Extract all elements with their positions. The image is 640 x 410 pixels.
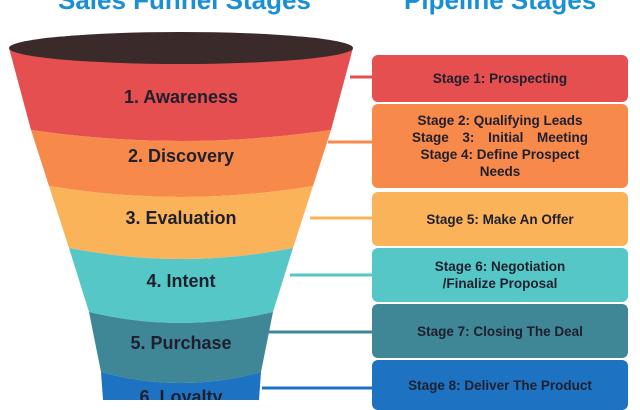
pipeline-stage-text: Stage 4: Define Prospect: [420, 147, 580, 162]
pipeline-heading: Pipeline Stages: [404, 0, 597, 15]
pipeline-stage-text: /Finalize Proposal: [442, 276, 558, 291]
funnel-band-5: [89, 312, 273, 383]
funnel-band-2: [31, 130, 331, 197]
sales-funnel-heading: Sales Funnel Stages: [58, 0, 311, 15]
pipeline-stage-text: Stage 7: Closing The Deal: [417, 323, 583, 339]
funnel-label-5: 5. Purchase: [130, 333, 231, 353]
funnel-label-3: 3. Evaluation: [125, 208, 236, 228]
funnel-band-4: [69, 248, 293, 323]
pipeline-stage-text: Stage 8: Deliver The Product: [408, 377, 592, 393]
funnel-label-2: 2. Discovery: [128, 146, 234, 166]
funnel-band-6: [101, 372, 261, 400]
pipeline-stage-box-6: Stage 8: Deliver The Product: [372, 360, 628, 410]
pipeline-stage-box-5: Stage 7: Closing The Deal: [372, 304, 628, 358]
funnel-label-4: 4. Intent: [146, 271, 215, 291]
pipeline-stage-box-1: Stage 1: Prospecting: [372, 55, 628, 102]
funnel-band-3: [49, 186, 313, 259]
funnel-top-rim: [9, 32, 353, 64]
pipeline-stage-box-4: Stage 6: Negotiation/Finalize Proposal: [372, 248, 628, 302]
funnel-band-1: [9, 48, 353, 141]
pipeline-stage-box-3: Stage 5: Make An Offer: [372, 192, 628, 246]
pipeline-stage-text: Stage 3: Initial Meeting: [412, 130, 588, 145]
pipeline-stage-text: Needs: [479, 164, 521, 179]
funnel-diagram: 1. Awareness 2. Discovery 3. Evaluation 4. …: [9, 32, 376, 400]
funnel-label-6: 6. Loyalty: [139, 387, 222, 400]
pipeline-stage-text: Stage 2: Qualifying Leads: [417, 113, 583, 128]
funnel-label-1: 1. Awareness: [124, 87, 238, 107]
pipeline-stage-text: Stage 5: Make An Offer: [426, 211, 574, 227]
pipeline-stage-text: Stage 6: Negotiation: [434, 259, 566, 274]
pipeline-stage-text: Stage 1: Prospecting: [432, 71, 568, 86]
